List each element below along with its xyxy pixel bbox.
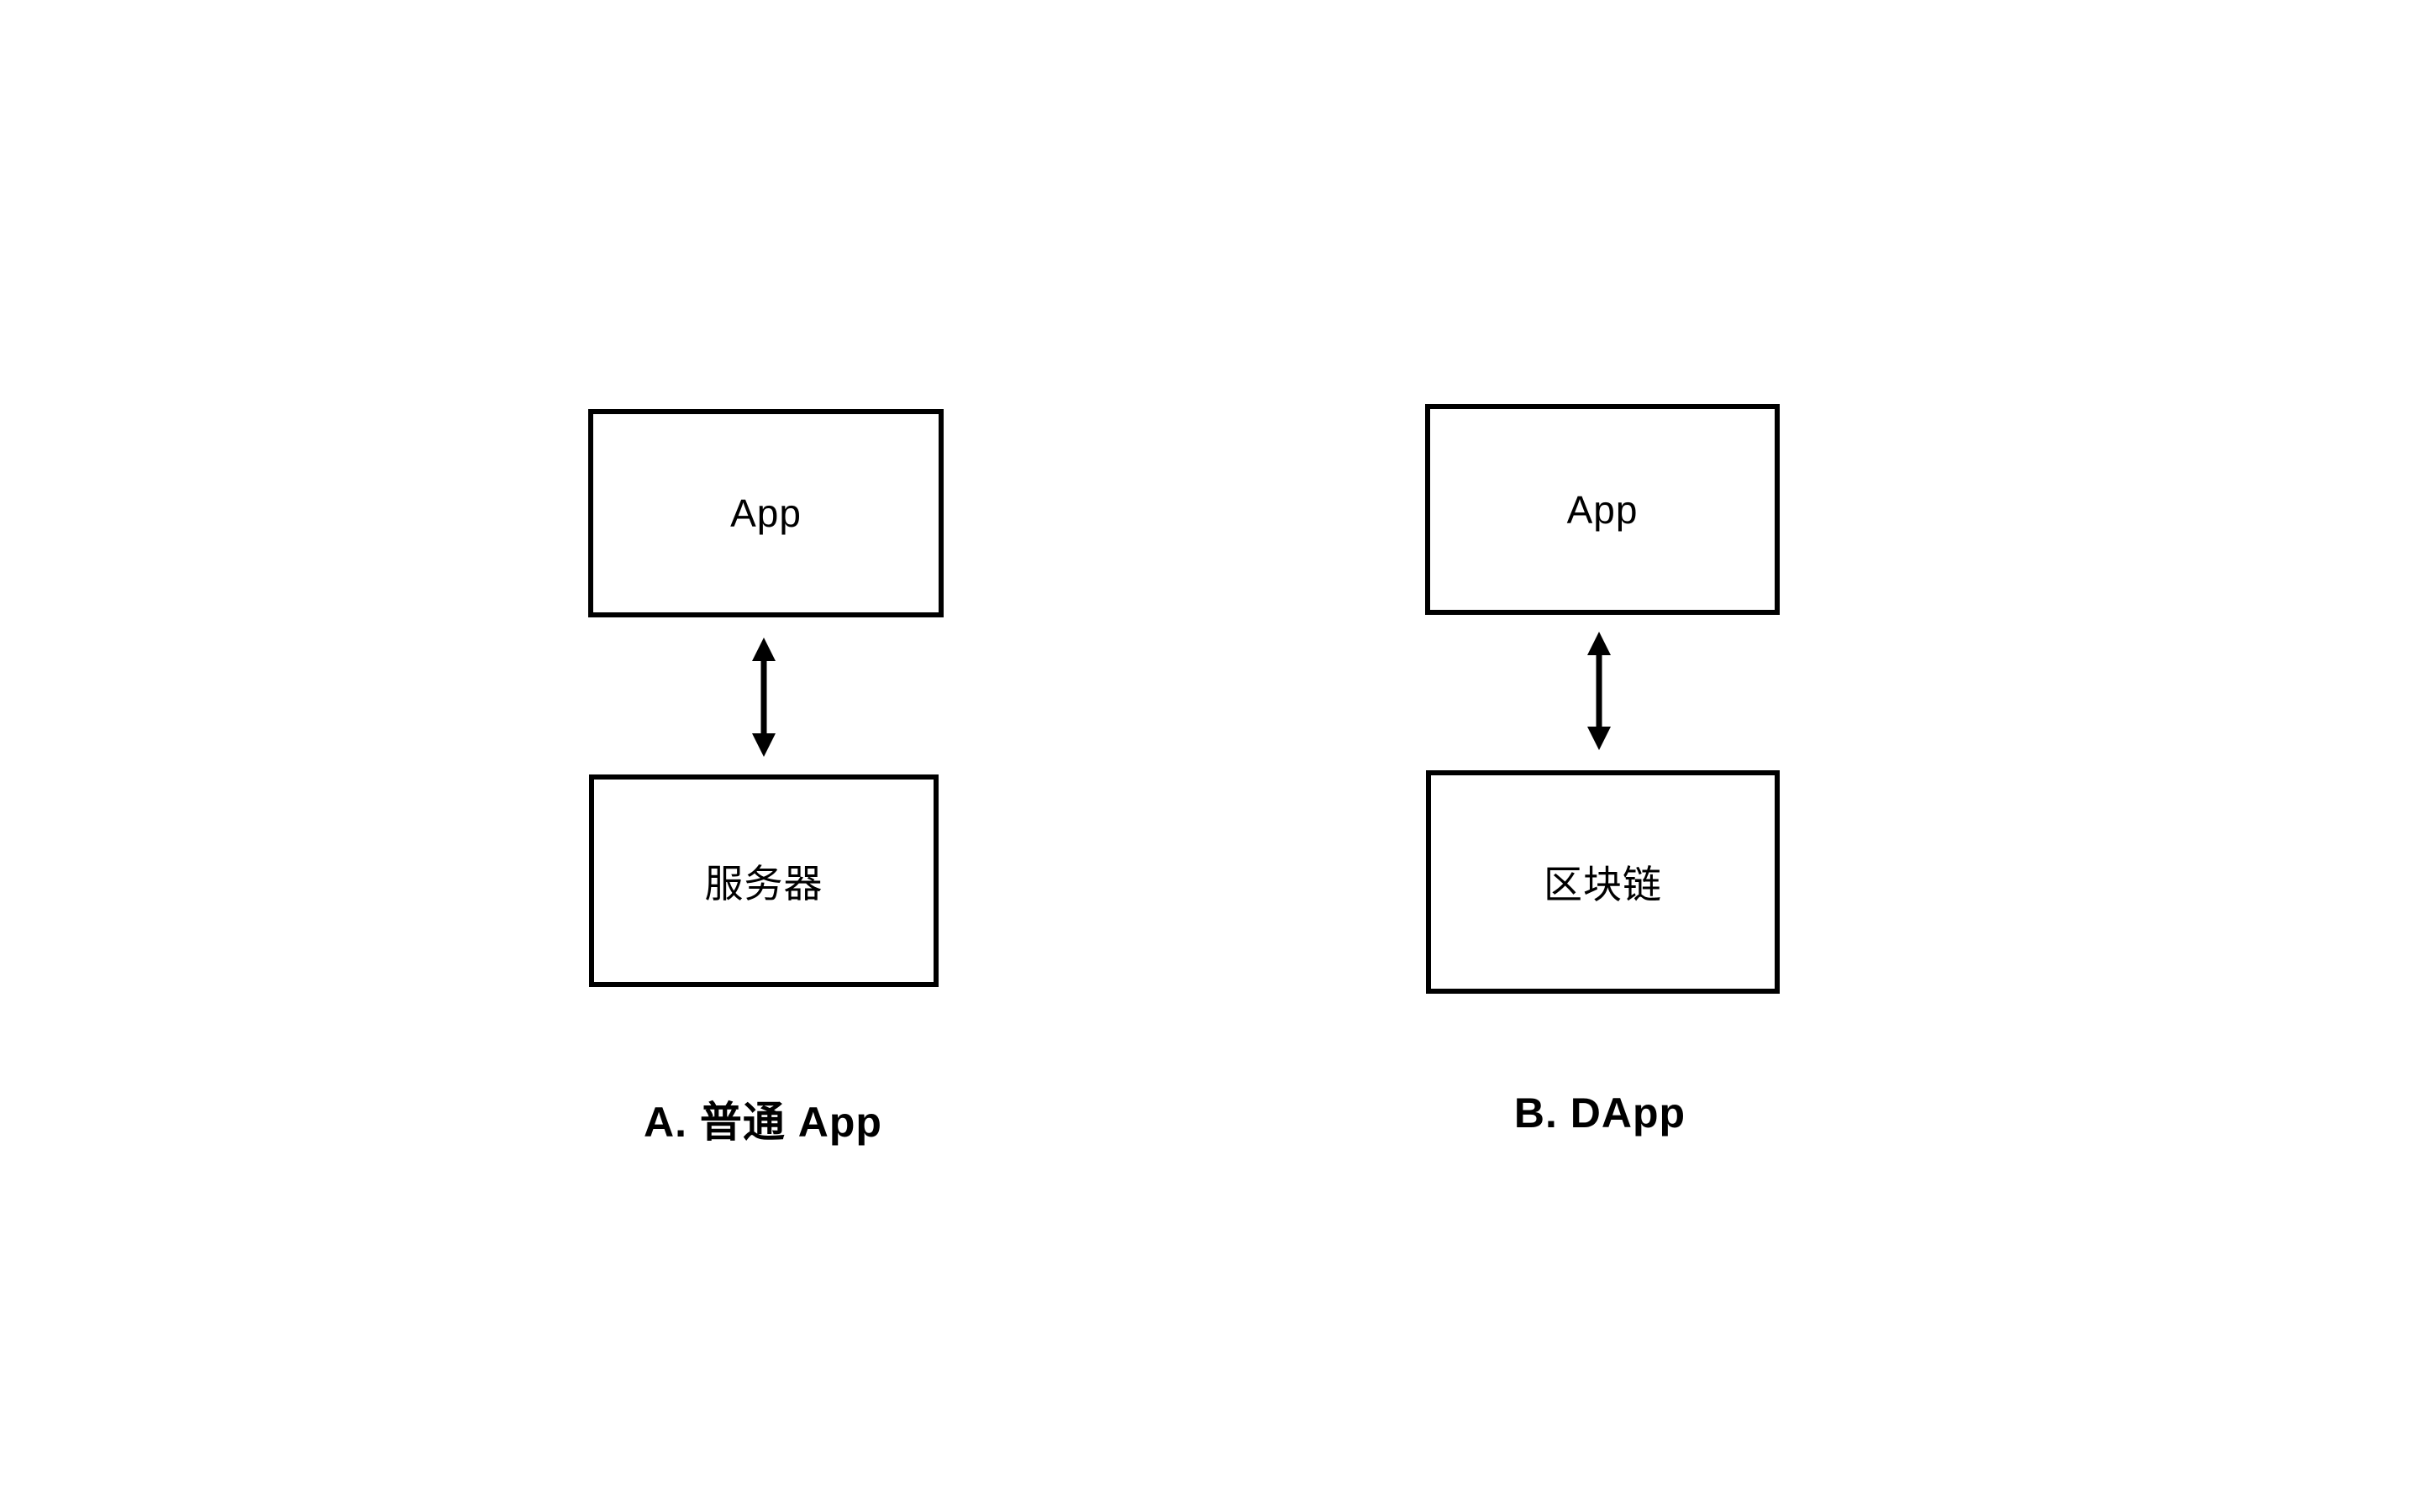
- server-box: 服务器: [589, 774, 939, 987]
- blockchain-box: 区块链: [1426, 770, 1780, 994]
- dapp-caption: B. DApp: [1513, 1089, 1686, 1137]
- normal-app-top-box-label: App: [730, 491, 802, 535]
- blockchain-box-label: 区块链: [1544, 863, 1662, 906]
- dapp-top-box: App: [1425, 404, 1780, 615]
- normal-app-caption: A. 普通 App: [644, 1099, 882, 1146]
- double-arrow-icon: [752, 638, 776, 757]
- normal-app-top-box: App: [588, 409, 944, 617]
- double-arrow-icon: [1587, 632, 1611, 750]
- dapp-top-box-label: App: [1566, 487, 1639, 532]
- server-box-label: 服务器: [704, 861, 823, 906]
